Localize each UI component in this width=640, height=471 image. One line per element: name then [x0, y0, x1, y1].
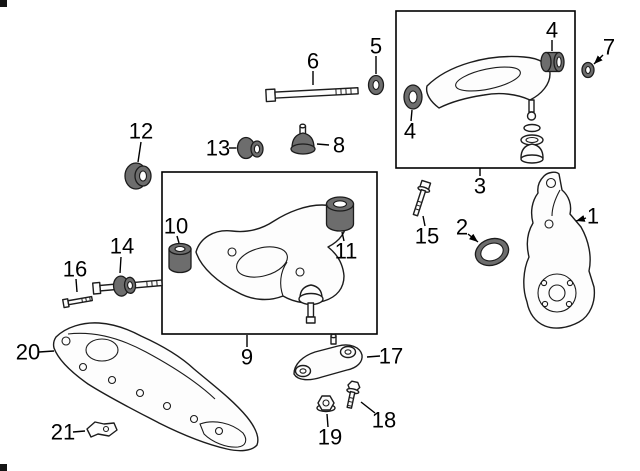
callout-17[interactable]: 17 — [366, 344, 403, 369]
callout-1[interactable]: 1 — [575, 204, 599, 229]
upper-control-arm — [425, 55, 551, 164]
washer-part5 — [367, 74, 385, 96]
crossmember — [52, 322, 259, 452]
callout-label: 15 — [415, 224, 439, 249]
callout-10[interactable]: 10 — [164, 214, 188, 244]
upper-arm-assembly-box — [395, 10, 576, 169]
cushion-part13 — [236, 136, 264, 160]
callout-3[interactable]: 3 — [474, 168, 486, 199]
callout-label: 11 — [335, 239, 358, 264]
ball-joint-bracket-part17 — [293, 333, 363, 381]
callout-2[interactable]: 2 — [456, 215, 479, 243]
callout-label: 16 — [63, 257, 87, 282]
seal-ring-part2 — [474, 237, 510, 267]
lower-arm-bushing-rear — [325, 196, 355, 232]
callout-label: 4 — [546, 18, 558, 43]
callout-label: 5 — [370, 34, 382, 59]
callout-label: 10 — [164, 214, 188, 239]
callout-12[interactable]: 12 — [129, 119, 153, 163]
steering-knuckle — [523, 171, 596, 329]
lower-arm-assembly-box — [161, 171, 378, 335]
corner-mark-top-left — [0, 0, 7, 7]
callout-label: 17 — [379, 344, 403, 369]
callout-4-front[interactable]: 4 — [404, 109, 416, 144]
callout-8[interactable]: 8 — [316, 133, 345, 158]
lower-control-arm — [195, 204, 347, 324]
bolt-part18 — [346, 380, 361, 409]
nut-part19 — [316, 395, 336, 413]
callout-7[interactable]: 7 — [593, 35, 615, 65]
callout-label: 3 — [474, 174, 486, 199]
bolt-part15 — [412, 179, 432, 217]
callout-label: 14 — [110, 234, 134, 259]
callout-label: 21 — [51, 420, 75, 445]
callout-label: 4 — [404, 119, 416, 144]
callout-label: 20 — [16, 340, 40, 365]
callout-label: 7 — [603, 35, 615, 60]
lower-arm-bushing-front — [168, 242, 192, 274]
callout-label: 1 — [587, 204, 599, 229]
callout-label: 8 — [333, 133, 345, 158]
callout-21[interactable]: 21 — [51, 420, 86, 445]
callout-20[interactable]: 20 — [16, 340, 55, 365]
callout-label: 2 — [456, 215, 468, 240]
washer-part7 — [581, 61, 595, 79]
bolt-part16 — [62, 295, 94, 309]
callout-6[interactable]: 6 — [307, 49, 319, 86]
dust-cover-part8 — [290, 123, 316, 155]
upper-arm-bushing-front — [403, 84, 423, 110]
callout-16[interactable]: 16 — [63, 257, 87, 293]
callout-label: 6 — [307, 49, 319, 74]
upper-arm-bushing-rear — [540, 51, 565, 73]
stopper-bracket-part21 — [86, 421, 118, 438]
callout-label: 9 — [241, 345, 253, 370]
cushion-part12 — [124, 162, 152, 190]
cam-bolt-part6 — [265, 87, 359, 103]
callout-14[interactable]: 14 — [110, 234, 134, 274]
callout-label: 18 — [372, 408, 396, 433]
callout-4-rear[interactable]: 4 — [546, 18, 558, 52]
callout-18[interactable]: 18 — [360, 401, 396, 433]
callout-label: 19 — [318, 425, 342, 450]
corner-mark-bottom-left — [0, 464, 7, 471]
callout-13[interactable]: 13 — [206, 136, 237, 161]
callout-label: 12 — [129, 119, 153, 144]
callout-5[interactable]: 5 — [370, 34, 382, 75]
cam-bolt-part14 — [91, 275, 163, 297]
callout-15[interactable]: 15 — [415, 215, 439, 249]
callout-label: 13 — [206, 136, 230, 161]
callout-9[interactable]: 9 — [241, 335, 253, 370]
callout-19[interactable]: 19 — [318, 413, 342, 450]
callout-11[interactable]: 11 — [335, 231, 358, 264]
